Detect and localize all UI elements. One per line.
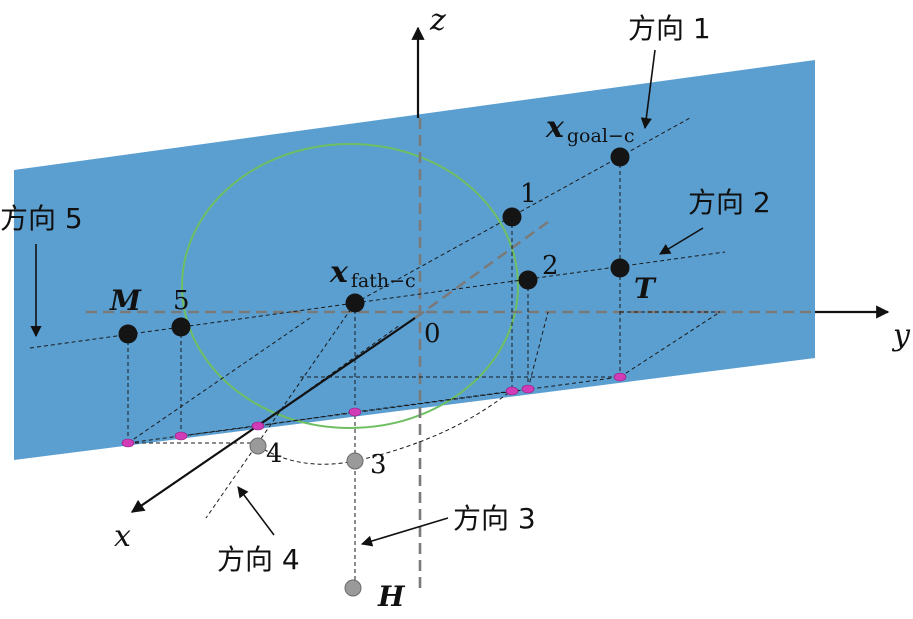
direction-3-arrow — [360, 517, 449, 547]
x-axis-label: x — [114, 519, 131, 554]
node-4-label: 4 — [266, 439, 283, 469]
direction-3-label: 方向 3 — [453, 502, 536, 535]
projection-dot-1 — [505, 386, 519, 396]
direction-2-arrow — [659, 227, 704, 255]
node-t — [610, 258, 630, 278]
node-fath — [345, 293, 365, 313]
x-axis-solid — [130, 317, 416, 513]
node-2-label: 2 — [542, 251, 559, 281]
direction-1-arrow — [640, 49, 656, 130]
direction-4-arrow — [237, 486, 275, 536]
y-axis-label: y — [891, 318, 911, 353]
h-label: H — [377, 580, 406, 613]
projection-dot-fath — [348, 407, 362, 417]
node-5-label: 5 — [173, 286, 190, 316]
floor-line-h — [527, 311, 549, 390]
z-axis-label: z — [429, 3, 446, 38]
ghost-point-3 — [346, 452, 364, 470]
direction-line-1 — [354, 117, 691, 304]
floor-line-b — [180, 425, 259, 437]
ghost-point-h — [344, 579, 362, 597]
projection-dot-goal — [613, 372, 627, 382]
ghost-point-4 — [249, 437, 267, 455]
floor-line-j — [257, 324, 401, 427]
node-1 — [502, 207, 522, 227]
floor-line-a — [127, 376, 621, 444]
node-2 — [518, 270, 538, 290]
floor-line-g — [619, 311, 721, 378]
floor-line-k — [127, 317, 311, 444]
direction-4-label: 方向 4 — [217, 543, 300, 576]
projection-dot-m — [121, 438, 135, 448]
node-goal — [610, 147, 630, 167]
origin-label: 0 — [424, 319, 441, 349]
floor-line-c — [257, 411, 356, 427]
projection-plane — [14, 60, 815, 460]
projection-dot-2 — [521, 384, 535, 394]
node-3-label: 3 — [370, 450, 387, 480]
t-label: T — [634, 272, 657, 305]
x-axis-dashed — [414, 220, 549, 320]
node-5 — [171, 317, 191, 337]
floor-line-d — [354, 388, 529, 413]
direction-1-label: 方向 1 — [628, 12, 711, 45]
node-m — [118, 324, 138, 344]
direction-line-4 — [205, 302, 356, 519]
direction-line-5 — [29, 302, 356, 349]
projection-dots — [121, 372, 627, 448]
direction-line-2 — [354, 251, 726, 304]
search-circle — [181, 143, 519, 429]
node-1-label: 1 — [520, 179, 537, 209]
projection-dot-5 — [174, 431, 188, 441]
direction-2-label: 方向 2 — [688, 186, 771, 219]
direction-5-label: 方向 5 — [0, 202, 83, 235]
projection-dot-4 — [251, 421, 265, 431]
m-label: M — [109, 284, 142, 317]
